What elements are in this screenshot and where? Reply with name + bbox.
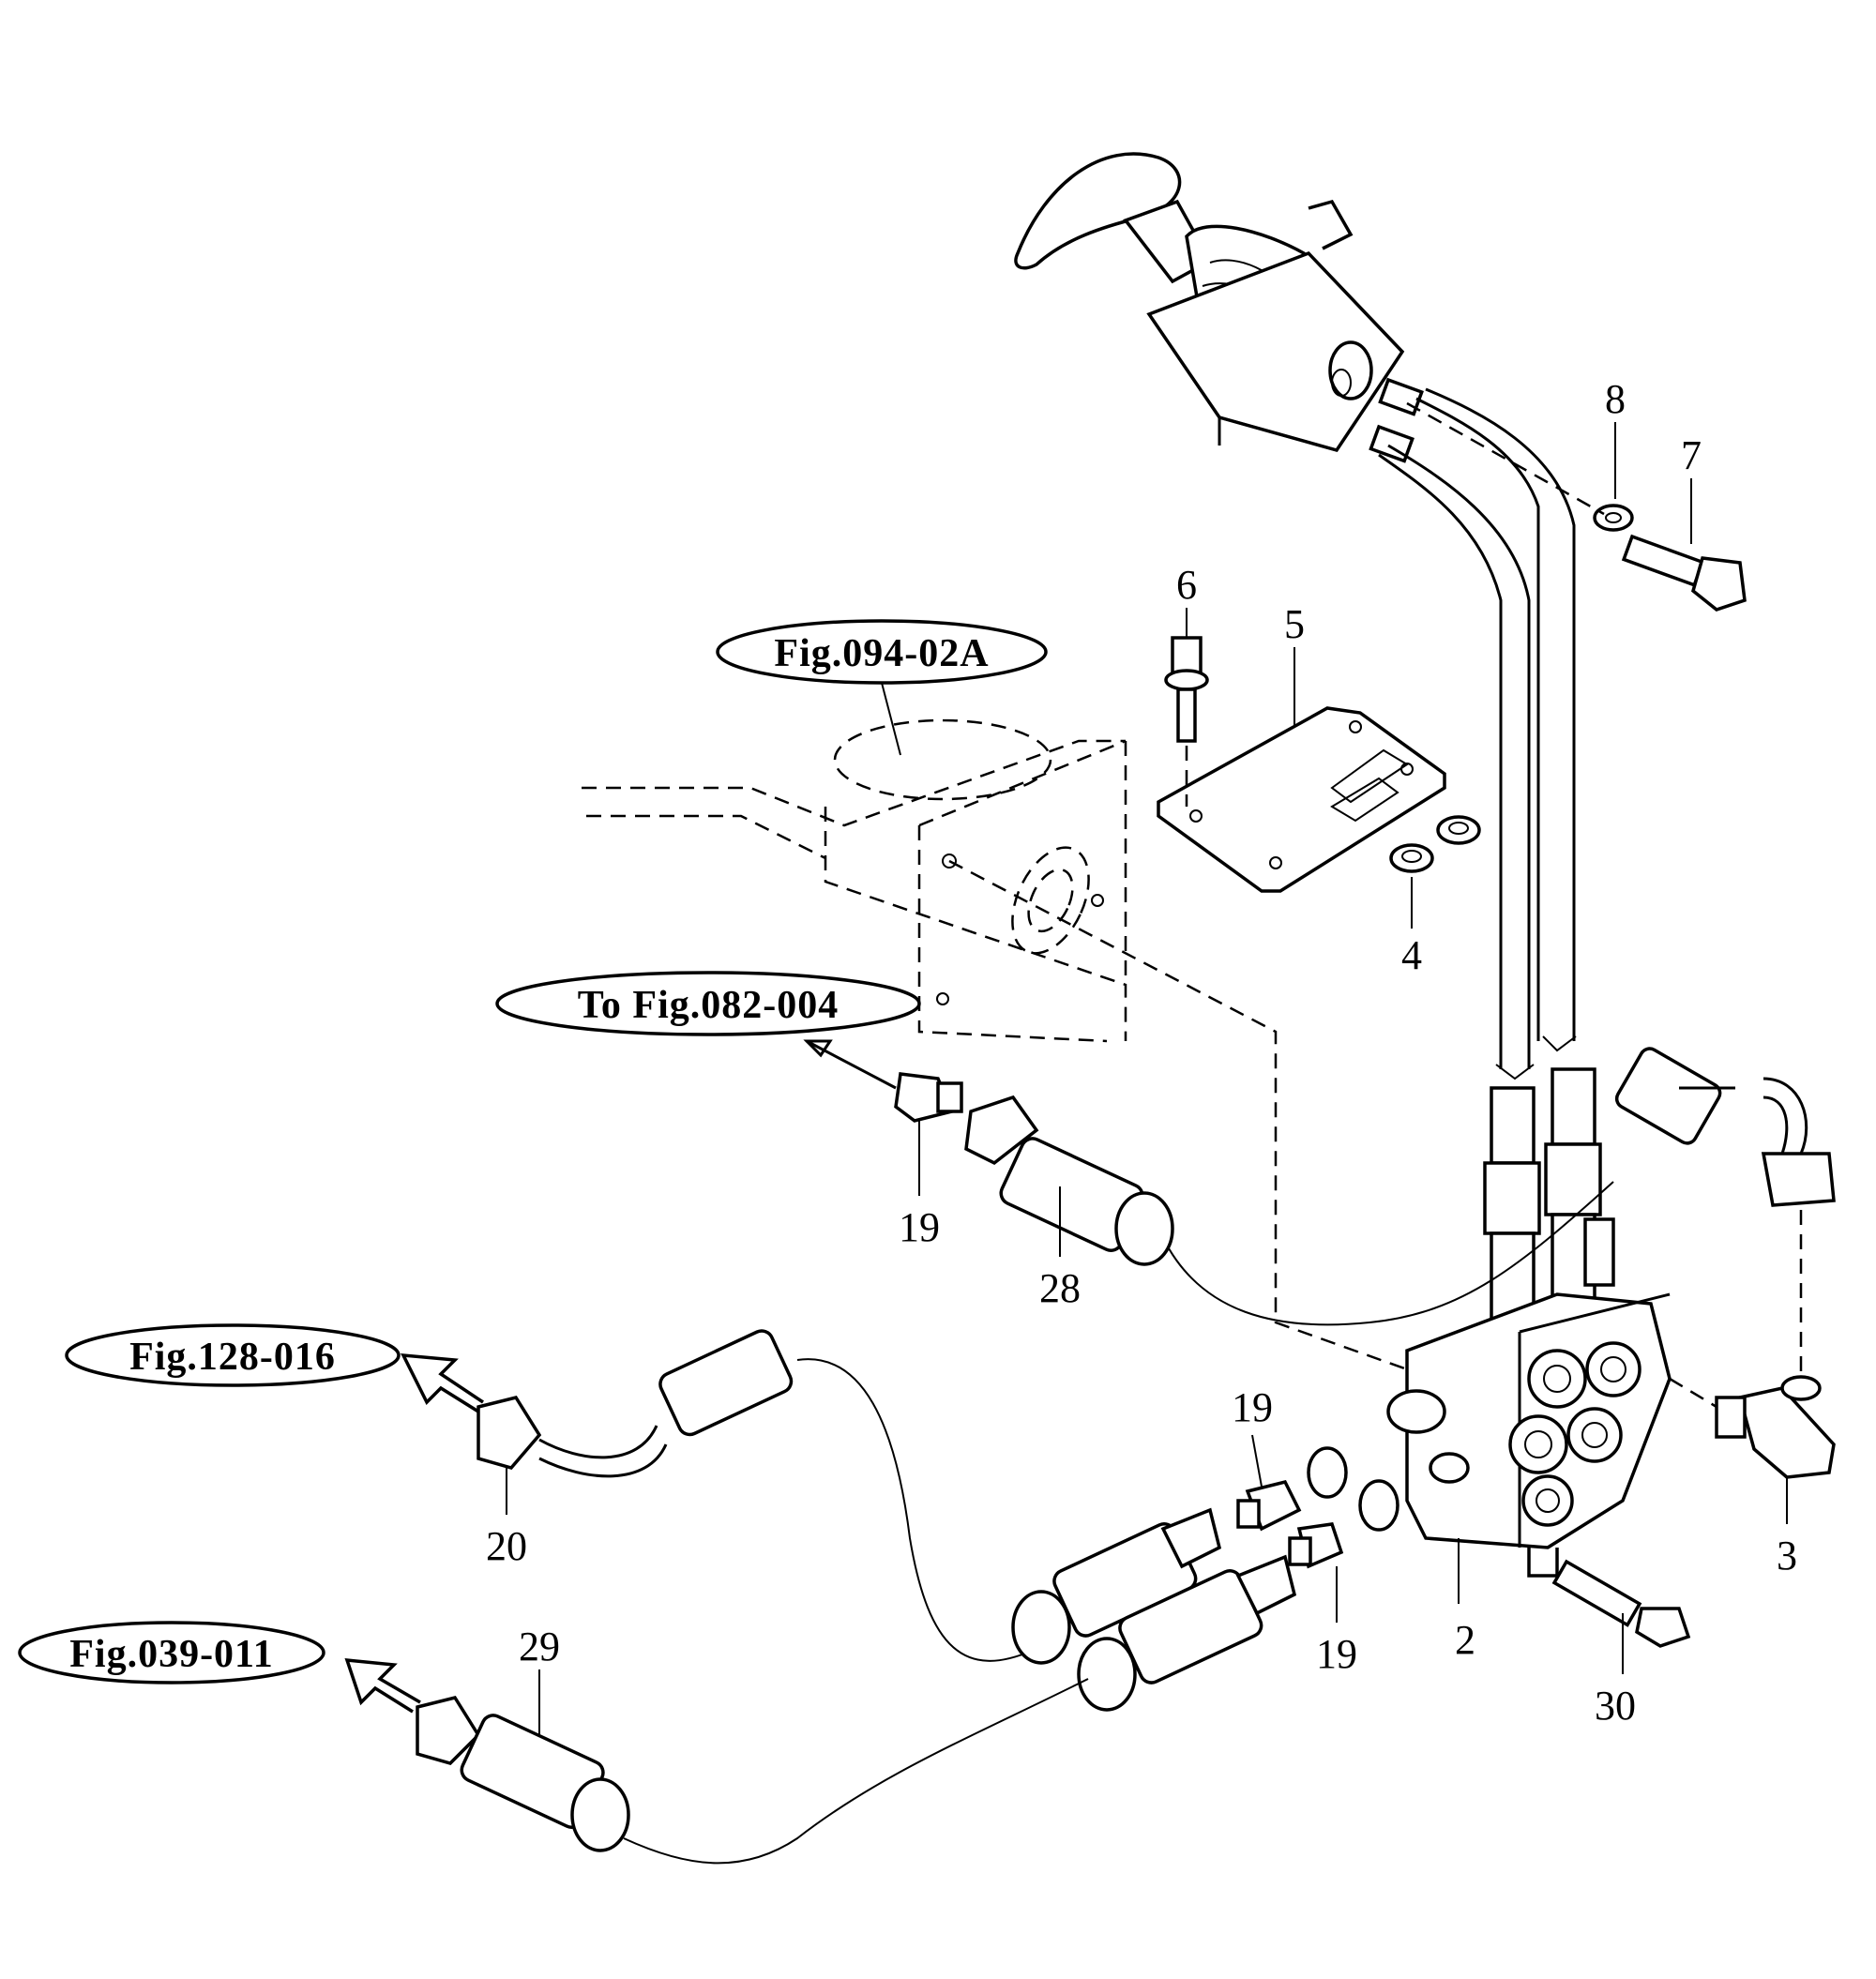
leader-dash-valve-elbow [1669, 1377, 1717, 1409]
o-rings [1307, 1446, 1399, 1532]
ref-fig-128-016-label: Fig.128-016 [129, 1336, 336, 1379]
callout-3: 3 [1777, 1533, 1797, 1579]
washer-8[interactable] [1593, 504, 1634, 532]
cable-end-left [1483, 1086, 1541, 1324]
bolt-30[interactable] [1551, 1559, 1691, 1648]
callout-5: 5 [1284, 601, 1305, 647]
callout-30: 30 [1595, 1683, 1636, 1729]
callout-8: 8 [1605, 376, 1626, 422]
plate-5[interactable] [1157, 706, 1446, 893]
callout-6: 6 [1176, 562, 1197, 608]
fitting-19-lower[interactable] [1288, 1522, 1344, 1569]
ref-to-fig-082-004[interactable]: To Fig.082-004 [495, 971, 921, 1036]
hose-top-right[interactable] [1162, 1045, 1836, 1326]
ref-fig-039-011-label: Fig.039-011 [69, 1633, 274, 1676]
hose-28[interactable] [964, 1095, 1174, 1266]
ref-to-fig-082-004-label: To Fig.082-004 [578, 984, 839, 1027]
fitting-19-upper[interactable] [894, 1072, 963, 1123]
joystick-lever[interactable] [1014, 152, 1424, 463]
callout-28: 28 [1039, 1265, 1081, 1311]
bolt-6[interactable] [1164, 636, 1209, 743]
callout-29: 29 [519, 1624, 560, 1669]
hose-pair-lower[interactable] [1011, 1507, 1297, 1712]
ref-fig-094-02a[interactable]: Fig.094-02A [716, 619, 1048, 685]
arrow-to-fig-082 [806, 1039, 897, 1090]
callout-20: 20 [486, 1523, 527, 1569]
callout-19-upper: 19 [899, 1204, 940, 1250]
leader-dash-joystick-washer [1406, 401, 1605, 516]
arrow-fig-128 [401, 1352, 484, 1413]
callout-4: 4 [1401, 932, 1422, 978]
arrowhead-to-fig-082 [803, 1039, 833, 1058]
control-valve-2[interactable] [1386, 1217, 1672, 1578]
callout-2: 2 [1455, 1617, 1475, 1663]
arrow-fig-039 [344, 1657, 421, 1714]
ref-fig-039-011[interactable]: Fig.039-011 [18, 1621, 325, 1684]
ref-fig-094-02a-label: Fig.094-02A [774, 632, 989, 675]
bolt-7[interactable] [1621, 534, 1747, 612]
callout-7: 7 [1681, 432, 1702, 478]
hose-29[interactable] [416, 1678, 1089, 1865]
control-cables [1378, 387, 1577, 1080]
ref-fig-128-016[interactable]: Fig.128-016 [65, 1323, 401, 1387]
elbow-fitting-3[interactable] [1715, 1375, 1836, 1479]
callout-19-lower: 19 [1316, 1631, 1357, 1677]
mounting-bracket-phantom [582, 682, 1408, 1371]
leader-lines [506, 422, 1788, 1735]
grommet-4[interactable] [1389, 815, 1481, 873]
callout-19-mid: 19 [1232, 1384, 1273, 1430]
hose-20[interactable] [477, 1327, 1033, 1662]
fitting-19-mid[interactable] [1236, 1479, 1302, 1532]
